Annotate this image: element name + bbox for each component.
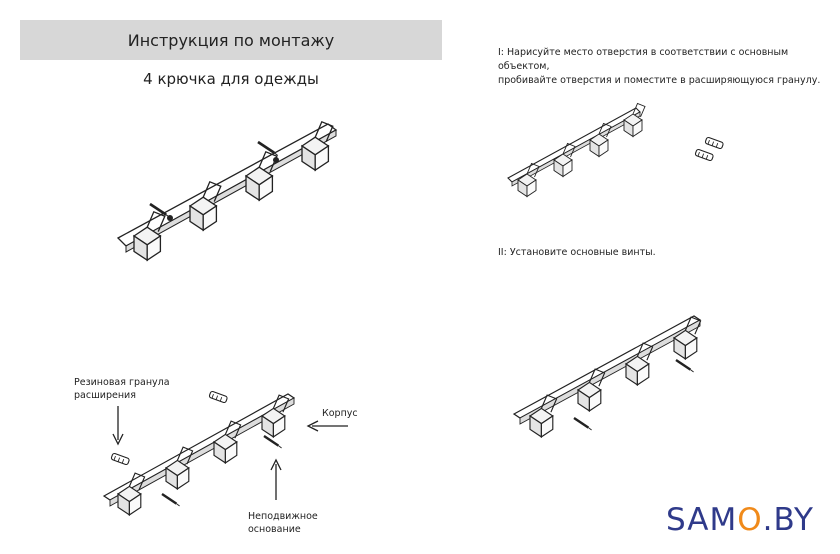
callout-base: Неподвижное основание: [248, 510, 318, 536]
callout-rubber-line-1: Резиновая гранула: [74, 377, 170, 388]
step-2-line-1: II: Установите основные винты.: [498, 247, 656, 258]
page-title-text: Инструкция по монтажу: [127, 30, 335, 50]
brand-logo-part-2: O: [737, 502, 763, 538]
step-2-drawing: [512, 315, 702, 438]
step-1-line-2: пробивайте отверстия и поместите в расши…: [498, 75, 821, 86]
step-1-drawing: [507, 103, 725, 197]
callout-base-line-2: основание: [248, 524, 301, 535]
callout-base-line-1: Неподвижное: [248, 511, 318, 522]
page-title: Инструкция по монтажу: [20, 20, 442, 60]
callout-rubber-line-2: расширения: [74, 390, 136, 401]
step-1-line-1: I: Нарисуйте место отверстия в соответст…: [498, 47, 789, 72]
step-2-text: II: Установите основные винты.: [498, 246, 656, 260]
step-1-text: I: Нарисуйте место отверстия в соответст…: [498, 46, 840, 88]
main-hook-rack-drawing: [116, 121, 338, 261]
product-subtitle: 4 крючка для одежды: [143, 70, 319, 88]
callout-body: Корпус: [322, 408, 358, 419]
callout-rubber-granule: Резиновая гранула расширения: [74, 376, 170, 402]
brand-logo-part-1: SAM: [666, 502, 738, 538]
brand-logo-part-3: .BY: [762, 502, 814, 538]
exploded-view-drawing: [102, 390, 348, 516]
